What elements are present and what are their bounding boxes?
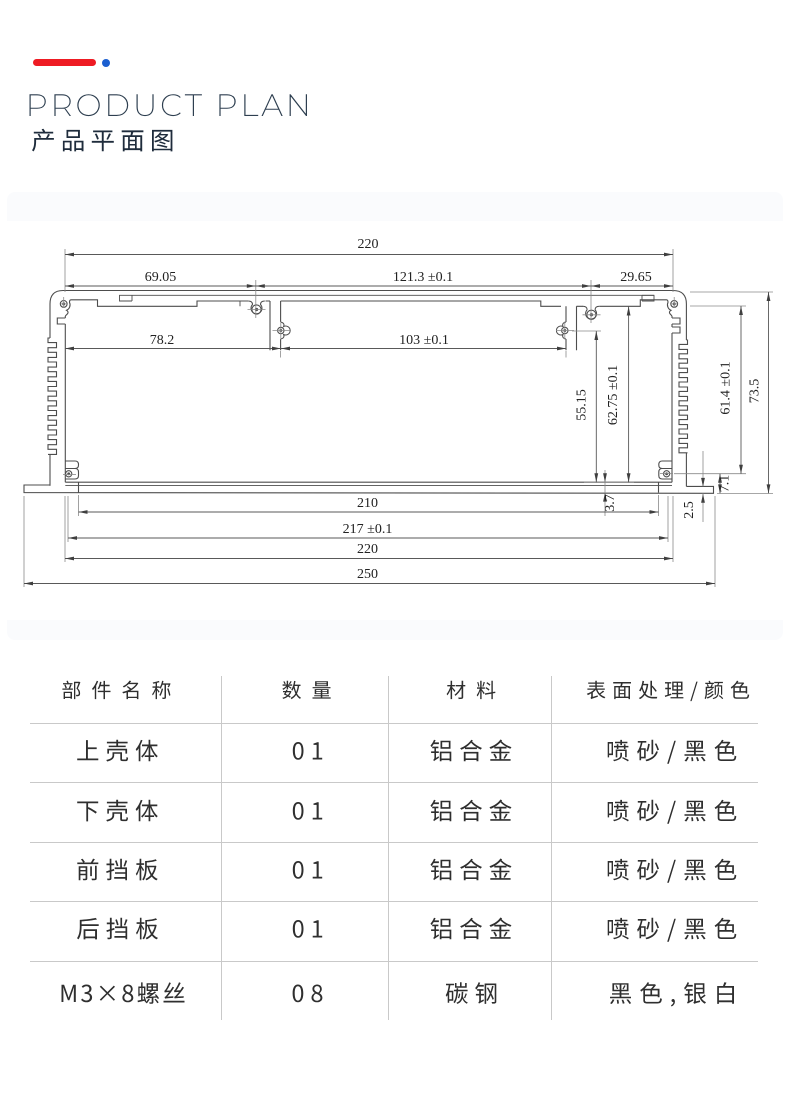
svg-text:55.15: 55.15 [575, 389, 590, 421]
svg-text:73.5: 73.5 [748, 379, 763, 404]
svg-text:78.2: 78.2 [150, 333, 175, 348]
svg-text:2.5: 2.5 [682, 501, 697, 519]
svg-text:3.7: 3.7 [603, 494, 618, 512]
svg-text:103 ±0.1: 103 ±0.1 [399, 333, 449, 348]
svg-text:62.75 ±0.1: 62.75 ±0.1 [606, 365, 621, 425]
svg-text:61.4 ±0.1: 61.4 ±0.1 [719, 361, 734, 414]
svg-text:69.05: 69.05 [145, 270, 177, 285]
svg-text:217 ±0.1: 217 ±0.1 [343, 522, 393, 537]
svg-text:250: 250 [357, 567, 378, 582]
svg-text:121.3 ±0.1: 121.3 ±0.1 [393, 270, 453, 285]
svg-text:220: 220 [358, 237, 379, 252]
svg-text:7.1: 7.1 [718, 475, 733, 493]
svg-text:29.65: 29.65 [620, 270, 652, 285]
svg-text:220: 220 [357, 542, 378, 557]
svg-text:210: 210 [357, 496, 378, 511]
